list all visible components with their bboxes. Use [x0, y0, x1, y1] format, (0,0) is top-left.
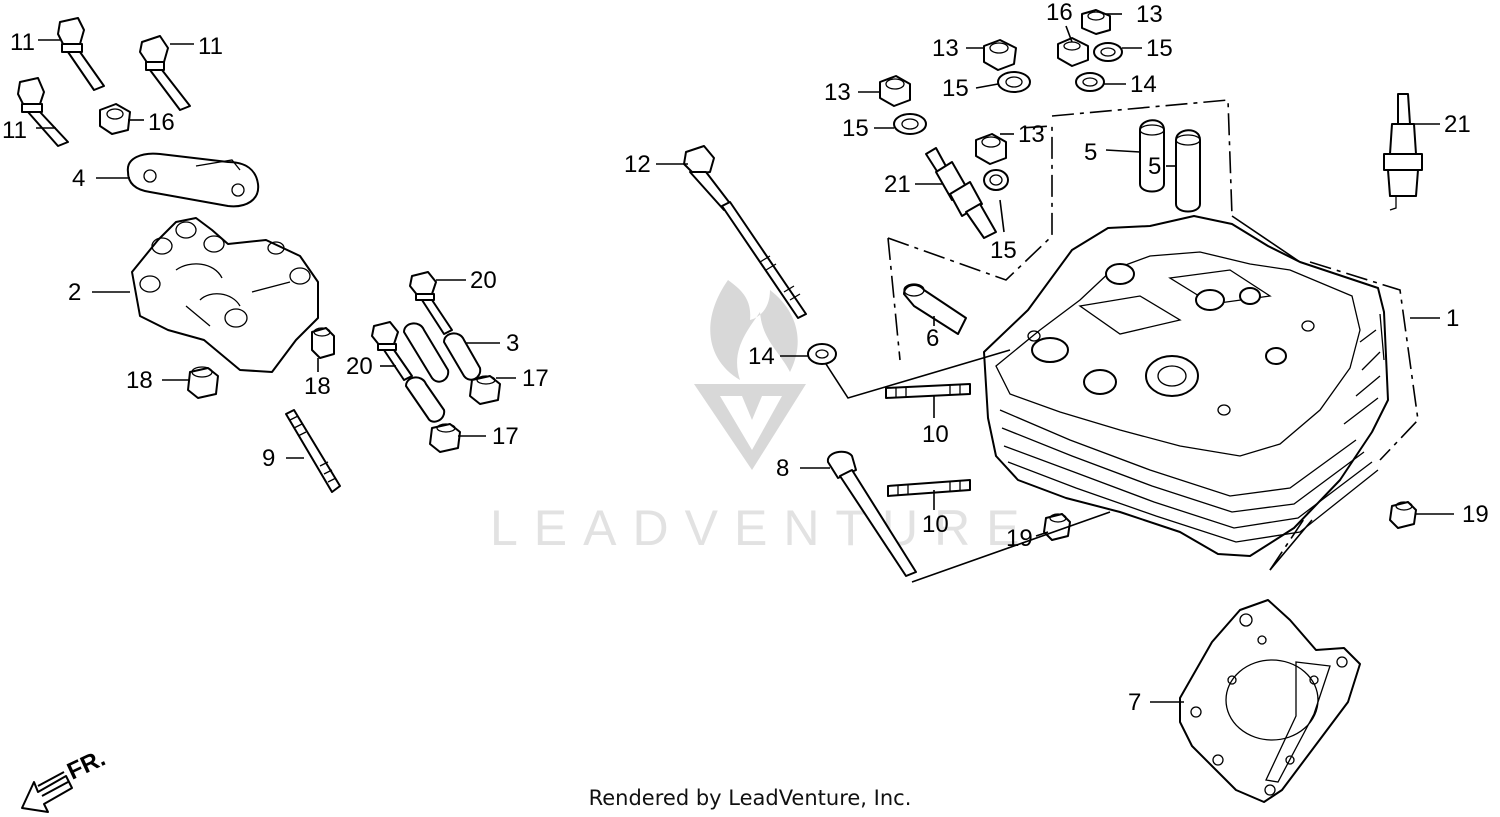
- callout-1: 1: [1446, 305, 1459, 332]
- valve-guide-6: [903, 283, 967, 335]
- bolt-12: [683, 145, 807, 319]
- callout-14: 14: [748, 343, 775, 370]
- callout-21: 21: [1444, 111, 1471, 138]
- callout-leaders: [36, 13, 1454, 703]
- rocker-shaft-collar-3: [403, 322, 482, 423]
- callout-5: 5: [1084, 139, 1097, 166]
- callout-15: 15: [1146, 35, 1173, 62]
- callout-11: 11: [10, 29, 35, 56]
- callout-16: 16: [148, 109, 175, 136]
- callout-labels: 11 11 11 16 4 2 18 18 9 20 3 20 17 17 12…: [2, 0, 1489, 716]
- callout-21: 21: [884, 171, 911, 198]
- callout-14: 14: [1130, 71, 1157, 98]
- bolt-11-c: [17, 77, 69, 147]
- fr-direction-label: FR.: [63, 745, 109, 786]
- callout-10: 10: [922, 421, 949, 448]
- callout-20: 20: [470, 267, 497, 294]
- washer-15-a: [997, 71, 1031, 93]
- callout-17: 17: [492, 423, 519, 450]
- watermark-text: LEADVENTURE: [490, 500, 1036, 556]
- washer-15-c: [983, 169, 1009, 191]
- collar-17-a: [469, 375, 501, 405]
- nut-13-d: [1081, 9, 1111, 35]
- callout-18: 18: [126, 367, 153, 394]
- spark-plug-21-right: [1383, 93, 1423, 211]
- washer-15-d: [1093, 42, 1123, 62]
- callout-3: 3: [506, 330, 519, 357]
- callout-9: 9: [262, 445, 275, 472]
- collar-17-b: [429, 423, 461, 453]
- washer-15-b: [893, 113, 927, 135]
- stud-bolt-9: [285, 409, 341, 493]
- rocker-arm-holder-2: [131, 217, 319, 373]
- leadventure-watermark: LEADVENTURE: [490, 280, 1036, 556]
- spark-plug-21-center: [925, 147, 997, 239]
- callout-13: 13: [824, 79, 851, 106]
- callout-15: 15: [842, 115, 869, 142]
- callout-11: 11: [198, 33, 223, 60]
- valve-guide-5-a: [1139, 119, 1165, 193]
- callout-7: 7: [1128, 689, 1141, 716]
- dowel-18-b: [311, 327, 335, 359]
- assembly-leaders: [825, 215, 1313, 583]
- oil-guide-plate-4: [126, 152, 260, 208]
- sealing-washer-14-top: [1075, 72, 1105, 92]
- callout-10: 10: [922, 511, 949, 538]
- callout-15: 15: [990, 237, 1017, 264]
- cylinder-head-1: [983, 215, 1389, 557]
- callout-6: 6: [926, 325, 939, 352]
- callout-19: 19: [1462, 501, 1489, 528]
- callout-8: 8: [776, 455, 789, 482]
- callout-13: 13: [1136, 1, 1163, 28]
- nut-13-b: [879, 75, 911, 107]
- callout-13: 13: [932, 35, 959, 62]
- callout-16: 16: [1046, 0, 1073, 26]
- callout-19: 19: [1006, 525, 1033, 552]
- cylinder-head-gasket-7: [1179, 599, 1361, 803]
- render-credit: Rendered by LeadVenture, Inc.: [588, 786, 912, 810]
- bolt-11-a: [57, 17, 105, 91]
- bolt-11-b: [139, 35, 191, 111]
- bolt-20-b: [371, 321, 413, 381]
- sealing-washer-14-left: [807, 343, 837, 365]
- callout-5: 5: [1148, 153, 1161, 180]
- dowel-18-a: [187, 366, 219, 399]
- stud-10-a: [885, 383, 971, 399]
- callout-18: 18: [304, 373, 331, 400]
- callout-11: 11: [2, 117, 27, 144]
- valve-guide-5-b: [1175, 129, 1201, 213]
- bolt-8: [826, 450, 917, 577]
- nut-16-left: [99, 103, 131, 135]
- callout-17: 17: [522, 365, 549, 392]
- callout-13: 13: [1018, 121, 1045, 148]
- bolt-20-a: [409, 271, 453, 335]
- callout-20: 20: [346, 353, 373, 380]
- callout-2: 2: [68, 279, 81, 306]
- callout-12: 12: [624, 151, 651, 178]
- dowel-19-b: [1389, 501, 1417, 529]
- callout-15: 15: [942, 75, 969, 102]
- nut-16-right: [1057, 37, 1089, 67]
- stud-10-b: [887, 479, 971, 497]
- callout-4: 4: [72, 165, 85, 192]
- nut-13-a: [983, 39, 1017, 71]
- nut-13-c: [975, 133, 1007, 165]
